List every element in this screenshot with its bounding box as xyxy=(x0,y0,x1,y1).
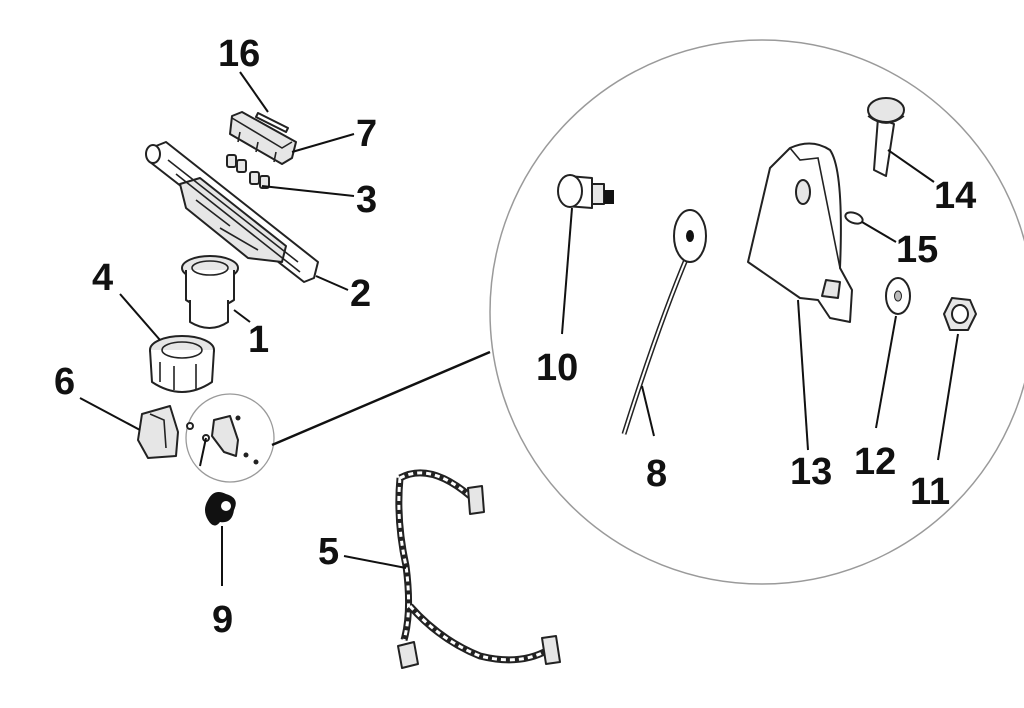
part-5-wiring-harness xyxy=(395,469,561,669)
label-7: 7 xyxy=(356,113,377,155)
label-13: 13 xyxy=(790,451,832,493)
label-16: 16 xyxy=(218,33,260,75)
label-14: 14 xyxy=(934,175,976,217)
label-1: 1 xyxy=(248,319,269,361)
part-13-bracket xyxy=(747,142,853,323)
part-12-washer xyxy=(885,277,911,315)
leader-lines xyxy=(79,71,959,586)
callout-labels: 16 7 3 2 1 4 6 9 5 10 8 13 12 11 14 15 xyxy=(54,33,976,641)
label-10: 10 xyxy=(536,347,578,389)
label-9: 9 xyxy=(212,599,233,641)
part-14-bolt xyxy=(867,97,905,177)
source-circle-small-parts xyxy=(186,415,259,465)
part-15-small-washer xyxy=(844,211,864,225)
part-10-bushing xyxy=(557,174,614,209)
part-4-collar xyxy=(149,335,215,393)
label-6: 6 xyxy=(54,361,75,403)
part-11-nut xyxy=(943,297,977,331)
part-16-pin xyxy=(255,112,289,133)
label-3: 3 xyxy=(356,179,377,221)
detail-connector-line xyxy=(271,350,491,447)
label-8: 8 xyxy=(646,453,667,495)
part-1-stem-connector xyxy=(181,255,239,329)
label-2: 2 xyxy=(350,273,371,315)
part-7-cover-plate xyxy=(229,111,297,165)
part-6-clamp-block xyxy=(137,405,179,459)
label-15: 15 xyxy=(896,229,938,271)
part-9-bulb-holder xyxy=(205,492,236,526)
part-3-screws xyxy=(226,154,270,189)
label-12: 12 xyxy=(854,441,896,483)
label-11: 11 xyxy=(910,471,950,513)
label-5: 5 xyxy=(318,531,339,573)
part-2-handlebar-clamp xyxy=(145,141,319,283)
part-8-wire-washer xyxy=(621,209,707,435)
detail-source-circle xyxy=(185,393,275,483)
detail-circle xyxy=(489,39,1024,585)
label-4: 4 xyxy=(92,257,113,299)
